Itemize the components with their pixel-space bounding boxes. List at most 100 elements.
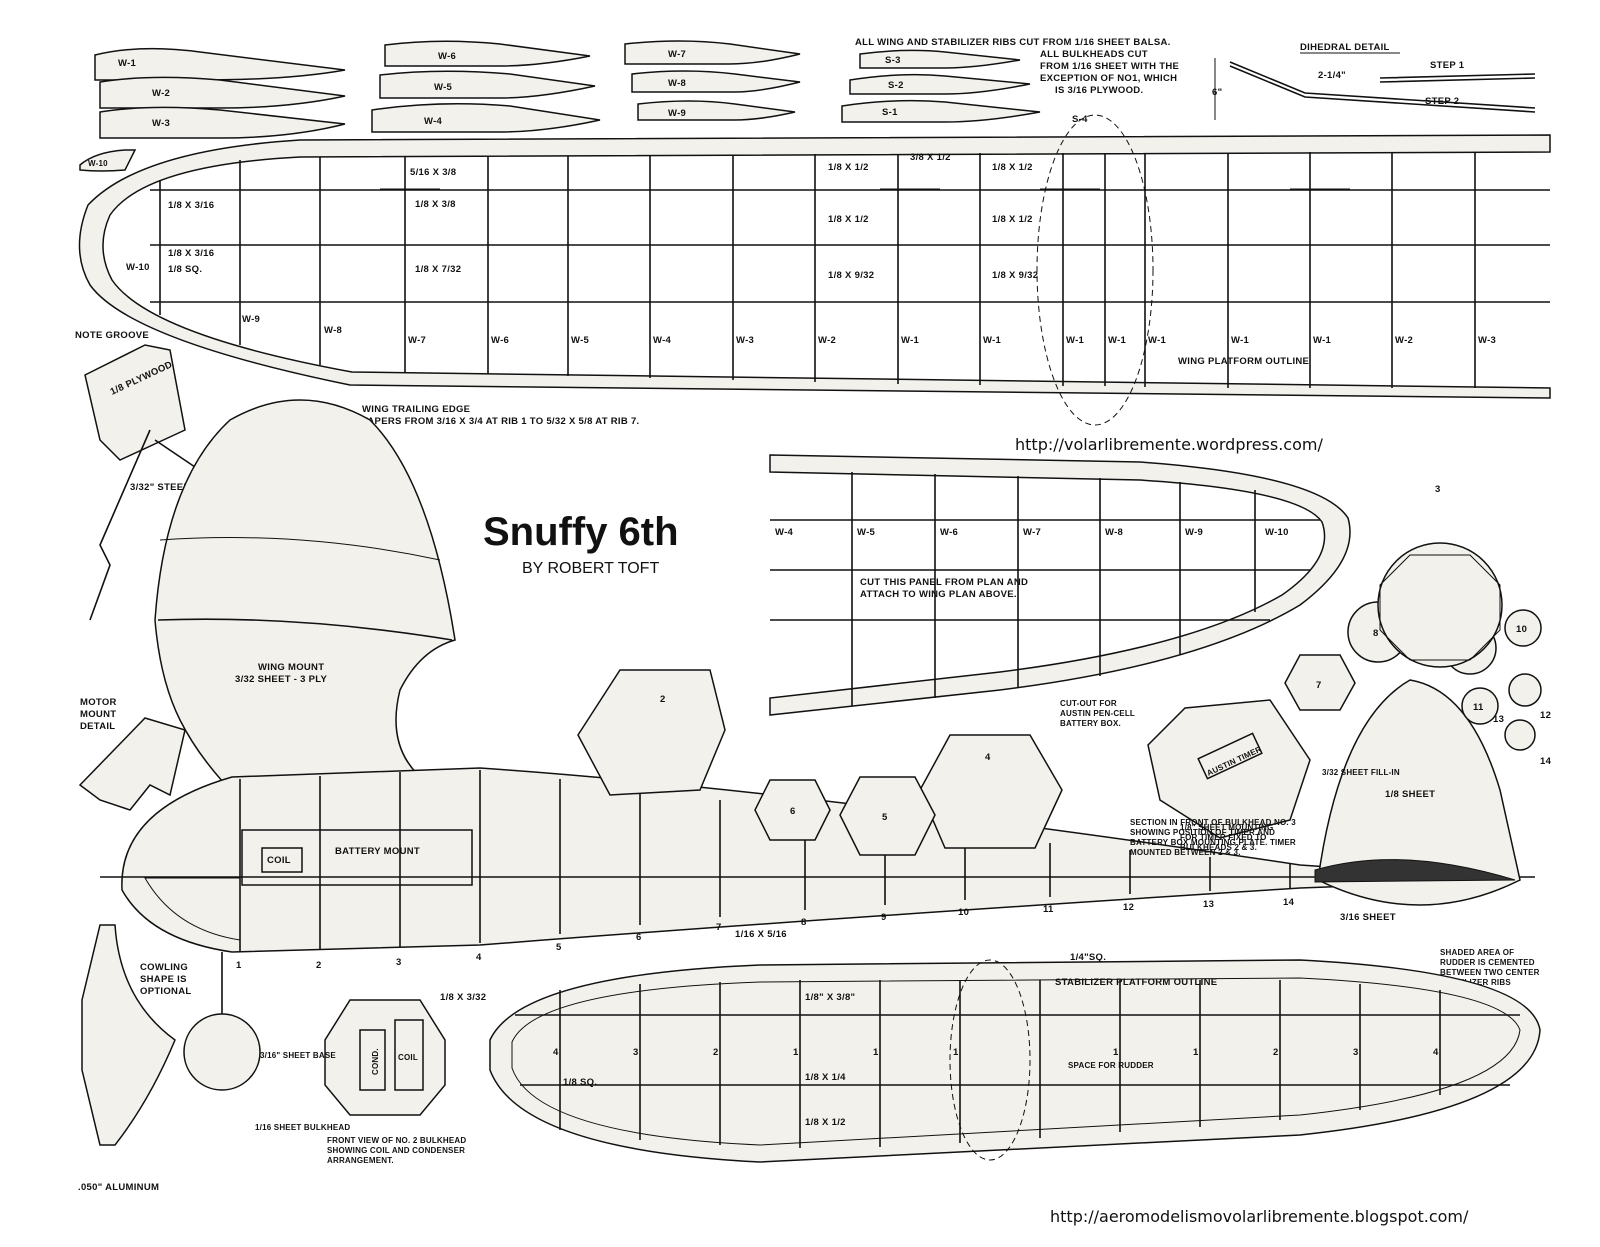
shaded-note-1: SHADED AREA OF	[1440, 948, 1514, 957]
stab-rib-label: 1	[793, 1047, 799, 1058]
wing-platform-outline	[1036, 114, 1154, 426]
rib-w10	[79, 149, 137, 172]
wing-dim-label: 1/8 X 7/32	[415, 264, 461, 275]
wing-dim-label: 3/8 X 1/2	[910, 152, 951, 163]
sheet-mounting-3: BULKHEADS 2 & 3.	[1180, 843, 1257, 852]
sq14-label: 1/4"SQ.	[1070, 952, 1106, 963]
wing-dim-label: 5/16 X 3/8	[410, 167, 456, 178]
rib-w1-label: W-1	[118, 58, 137, 69]
dihedral-step1: STEP 1	[1430, 60, 1465, 71]
wing-mount-label-1: WING MOUNT	[258, 662, 324, 673]
wing-dim-label: 1/8 X 1/2	[828, 162, 869, 173]
wing-rib-label: W-10	[126, 262, 150, 273]
shaded-note-3: BETWEEN TWO CENTER	[1440, 968, 1540, 977]
bulkhead-3	[1377, 542, 1503, 668]
fuselage-outline	[121, 767, 1521, 953]
wing-dim-label: 1/8 X 9/32	[992, 270, 1038, 281]
dihedral-title: DIHEDRAL DETAIL	[1300, 42, 1390, 53]
wing-mount-shape	[154, 399, 461, 801]
note-groove-label: NOTE GROOVE	[75, 330, 149, 341]
cutout-note-3: BATTERY BOX.	[1060, 719, 1121, 728]
bulkhead-12	[1508, 673, 1542, 707]
wing-rib-label: W-1	[1066, 335, 1085, 346]
motor-mount-detail: MOTOR MOUNT DETAIL	[78, 697, 186, 811]
fuselage-side: COIL BATTERY MOUNT 1 2 3 4 5 6 7 8 9 10	[100, 767, 1535, 971]
motor-mount-label-1: MOTOR	[80, 697, 117, 708]
bulkhead-label: 10	[1516, 624, 1527, 635]
dihedral-detail: DIHEDRAL DETAIL STEP 1 STEP 2 2-1/4" 6"	[1212, 42, 1536, 120]
trailing-edge-note-2: TAPERS FROM 3/16 X 3/4 AT RIB 1 TO 5/32 …	[362, 416, 639, 427]
rib-s2	[849, 73, 1031, 95]
rib-w7	[624, 40, 801, 65]
bulkhead-label: 8	[1373, 628, 1379, 639]
cutout-note-1: CUT-OUT FOR	[1060, 699, 1117, 708]
wing-dim-label: 1/8 X 3/16	[168, 200, 214, 211]
url-top[interactable]: http://volarlibremente.wordpress.com/	[1015, 435, 1323, 454]
ribs-note: ALL WING AND STABILIZER RIBS CUT FROM 1/…	[855, 37, 1179, 96]
cond-label: COND.	[371, 1048, 380, 1075]
aluminum-label: .050" ALUMINUM	[78, 1182, 159, 1193]
bulkhead-label: 3	[1435, 484, 1441, 495]
bulkhead-num: 14	[1283, 897, 1295, 908]
stab-rib-label: 2	[1273, 1047, 1279, 1058]
rib-w3	[99, 106, 346, 139]
stab-rib-label: 3	[633, 1047, 639, 1058]
space-rudder-label: SPACE FOR RUDDER	[1068, 1061, 1154, 1070]
trailing-edge-note-1: WING TRAILING EDGE	[362, 404, 470, 415]
bulkhead-label: 5	[882, 812, 888, 823]
sheet-mounting-1: 1/8" SHEET MOUNTING	[1180, 823, 1273, 832]
rib-w1	[94, 47, 346, 81]
rib-s3	[859, 49, 1021, 69]
stab-rib-label: 4	[553, 1047, 559, 1058]
wing-outline	[78, 134, 1551, 399]
ribs-note-line4: EXCEPTION OF NO1, WHICH	[1040, 73, 1177, 84]
bulkhead-num: 7	[716, 922, 722, 933]
wingtip-panel: W-4 W-5 W-6 W-7 W-8 W-9 W-10 CUT THIS PA…	[769, 454, 1351, 716]
wing-dim-label: 1/8 X 1/2	[992, 162, 1033, 173]
section-note-1: SECTION IN FRONT OF BULKHEAD NO. 3	[1130, 818, 1296, 827]
wing-mount-label-2: 3/32 SHEET - 3 PLY	[235, 674, 328, 685]
austin-timer	[1197, 732, 1263, 780]
bulkhead-13	[1504, 719, 1536, 751]
section-note-4: MOUNTED BETWEEN 2 & 3.	[1130, 848, 1241, 857]
cowling-label-3: OPTIONAL	[140, 986, 191, 997]
wing-mount-detail: NOTE GROOVE 1/8 PLYWOOD 3/32" STEEL WIRE…	[75, 330, 461, 801]
bulkhead-num: 6	[636, 932, 642, 943]
bulkhead-num: 8	[801, 917, 807, 928]
rib-w8	[631, 70, 801, 93]
front-view-bulkhead-2: COND. COIL 3/16" SHEET BASE 1/16 SHEET B…	[255, 999, 466, 1165]
front-view-note-3: ARRANGEMENT.	[327, 1156, 394, 1165]
motor-mount-label-2: MOUNT	[80, 709, 116, 720]
front-view-note-2: SHOWING COIL AND CONDENSER	[327, 1146, 465, 1155]
bulkhead-num: 5	[556, 942, 562, 953]
rib-w9	[637, 100, 796, 121]
rib-s1-label: S-1	[882, 107, 898, 118]
bulkhead-num: 13	[1203, 899, 1214, 910]
wing-dim-label: 1/8 X 9/32	[828, 270, 874, 281]
bulkhead-7	[1284, 654, 1356, 711]
bulkhead-num: 2	[316, 960, 322, 971]
stab-platform-label: STABILIZER PLATFORM OUTLINE	[1055, 977, 1217, 988]
cut-panel-note-2: ATTACH TO WING PLAN ABOVE.	[860, 589, 1017, 600]
bulkhead-label: 4	[985, 752, 991, 763]
wing-rib-label: W-8	[324, 325, 342, 336]
rib-templates: W-1 W-2 W-3 W-6 W-5 W-4 W-7 W-8 W-9 W-10…	[79, 40, 1088, 172]
panel-rib-label: W-5	[857, 527, 876, 538]
ribs-note-line2: ALL BULKHEADS CUT	[1040, 49, 1148, 60]
ribs-note-line5: IS 3/16 PLYWOOD.	[1055, 85, 1143, 96]
wing-rib-label: W-5	[571, 335, 590, 346]
wing-rib-label: W-6	[491, 335, 509, 346]
url-bottom[interactable]: http://aeromodelismovolarlibremente.blog…	[1050, 1207, 1469, 1226]
wing-dim-label: 1/8 X 3/16	[168, 248, 214, 259]
cowling-shape	[81, 924, 176, 1146]
rudder-outline	[1317, 679, 1521, 906]
bulkhead-5	[839, 776, 936, 856]
coil-label: COIL	[267, 855, 291, 866]
wing-rib-label: W-1	[983, 335, 1002, 346]
stringer-dim-label: 1/16 X 5/16	[735, 929, 787, 940]
bulkhead-label: 14	[1540, 756, 1552, 767]
wing-dim-label: 1/8 X 1/2	[828, 214, 869, 225]
wing-rib-label: W-1	[1148, 335, 1167, 346]
stab-rib-label: 4	[1433, 1047, 1439, 1058]
